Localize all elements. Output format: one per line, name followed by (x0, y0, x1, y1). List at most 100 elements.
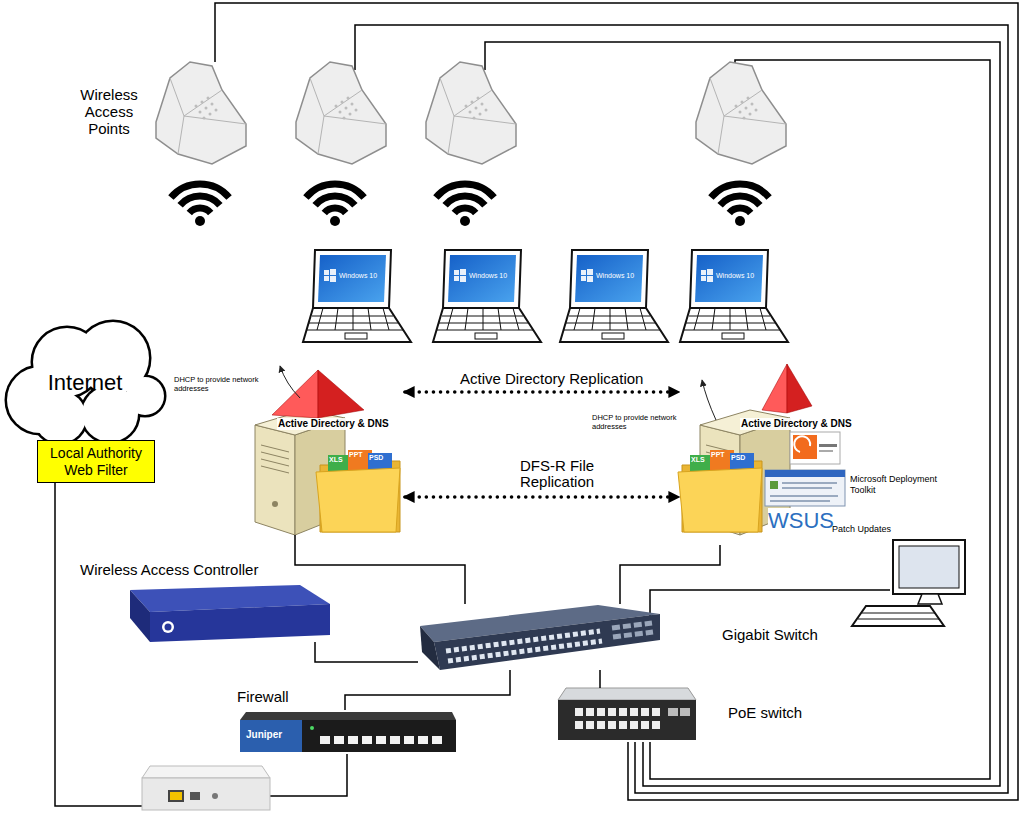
wifi-signal-icon (171, 184, 769, 226)
access-point-icon (156, 62, 246, 164)
deployment-toolkit-icon (765, 470, 845, 506)
wireless-controller-icon (130, 590, 150, 642)
switch-device: Gigabit Switch (418, 604, 660, 670)
folder-icon (316, 450, 762, 532)
file-tag: PSD (369, 454, 383, 462)
tool-label: Microsoft Deployment Toolkit (850, 474, 946, 496)
desktop-computer-icon (852, 540, 965, 626)
device-label: Active Directory & DNS (740, 418, 853, 430)
edge-label: Active Directory Replication (458, 371, 645, 387)
gigabit-switch-icon (434, 614, 660, 670)
directory-pyramid (272, 364, 812, 418)
modem-icon (142, 766, 270, 810)
server-icon (255, 410, 790, 535)
poe-switch-icon (668, 708, 678, 716)
modem-icon (212, 793, 218, 799)
firewall-icon (320, 736, 442, 744)
firewall-icon (240, 720, 456, 752)
poe-switch-icon (680, 708, 690, 716)
firewall-icon (310, 726, 314, 730)
ap-cable (650, 60, 990, 779)
leader-arrow (702, 380, 716, 420)
firewall-icon (404, 736, 414, 744)
deployment-toolkit-icon (765, 470, 845, 506)
ap-cable (215, 3, 1018, 800)
spiceworks-logo (794, 436, 810, 452)
spiceworks-logo (790, 432, 840, 464)
controller-device: Wireless Access Controller (130, 585, 330, 642)
wifi-signal-icon (171, 184, 229, 226)
deployment-toolkit-icon (782, 482, 837, 484)
brand-text: Juniper (246, 729, 282, 741)
modem-icon (190, 792, 200, 800)
device-label: Firewall (237, 688, 289, 705)
spiceworks-logo (793, 435, 817, 459)
file-tag: PPT (711, 451, 725, 459)
ap-cable (215, 3, 1018, 800)
folder-icon (316, 450, 400, 532)
file-tag: XLS (329, 456, 343, 464)
device-label: Gigabit Switch (722, 626, 818, 643)
deployment-toolkit-icon (770, 481, 778, 489)
leader-arrow (280, 366, 300, 398)
file-tag: XLS (691, 456, 705, 464)
poe-switch-icon (558, 688, 696, 740)
directory-pyramid (762, 364, 787, 413)
access-point-icon (296, 62, 386, 164)
access-point-icon (156, 62, 786, 164)
device-label: Active Directory & DNS (277, 418, 390, 430)
gigabit-switch-icon (612, 623, 653, 637)
directory-pyramid (272, 370, 318, 418)
wireless-controller-icon (165, 624, 172, 631)
modem-icon (168, 790, 184, 802)
deployment-toolkit-icon (765, 470, 845, 477)
desktop-computer-icon (899, 546, 959, 588)
deployment-toolkit-icon (770, 495, 838, 497)
poe-switch-device: PoE switch (555, 688, 696, 742)
firewall-icon (240, 720, 302, 752)
firewall-icon (334, 736, 344, 744)
file-tag: PSD (731, 454, 745, 462)
ap-cable (485, 42, 1000, 786)
gigabit-switch-icon (420, 605, 660, 670)
wifi-signal-icon (711, 184, 769, 226)
laptop-icon (560, 250, 668, 342)
web-filter-box: Local Authority Web Filter (37, 440, 155, 483)
firewall-icon (240, 712, 456, 752)
network-cable (295, 535, 465, 604)
firewall-icon (390, 736, 400, 744)
network-cable (345, 670, 510, 710)
wireless-controller-icon (130, 585, 330, 642)
spiceworks-logo (819, 444, 837, 447)
deployment-toolkit-icon (770, 500, 830, 502)
node-label: Local Authority Web Filter (42, 445, 150, 477)
desktop-computer-icon (858, 613, 939, 619)
network-cable (315, 642, 418, 662)
directory-pyramid (787, 364, 812, 413)
gigabit-switch-icon (448, 641, 602, 661)
internet-cloud: Internet (5, 322, 165, 444)
gigabit-switch-icon (420, 626, 440, 670)
laptop-icon (433, 250, 541, 342)
network-cable (55, 483, 890, 806)
device-label: Wireless Access Controller (80, 561, 258, 578)
cloud-outline (34, 391, 86, 443)
firewall-icon (320, 736, 330, 744)
folder-icon (678, 450, 762, 532)
logo-text: WSUS (768, 508, 834, 533)
wireless-controller-icon (162, 621, 174, 633)
device-label: PoE switch (728, 704, 802, 721)
wifi-signal-icon (306, 184, 364, 226)
file-tag: PPT (349, 451, 363, 459)
cloud-fill (34, 391, 86, 443)
screen-text: Windows 10 (596, 272, 634, 280)
callout-note: DHCP to provide network addresses (174, 375, 274, 393)
edge-label: DFS-R File Replication (505, 458, 609, 490)
desktop-computer-icon (852, 606, 944, 626)
replication-arrow (405, 495, 678, 499)
laptop-icon (680, 250, 788, 342)
firewall-icon (418, 736, 428, 744)
network-cable (650, 590, 890, 616)
callout-note: DHCP to provide network addresses (592, 413, 692, 431)
